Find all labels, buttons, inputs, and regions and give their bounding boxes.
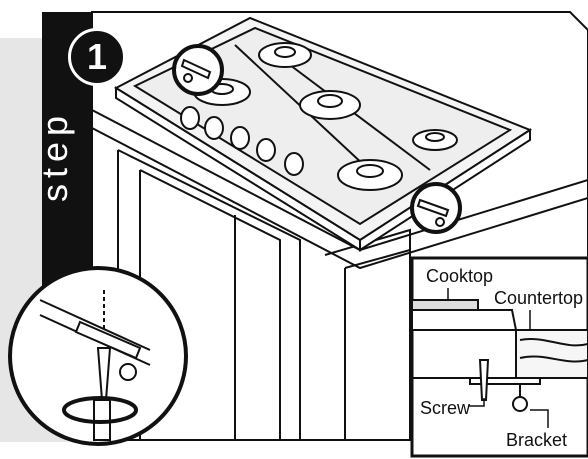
label-bracket: Bracket xyxy=(506,430,568,450)
step-number-badge: 1 xyxy=(68,28,126,86)
control-knobs xyxy=(180,106,304,176)
label-countertop: Countertop xyxy=(494,288,584,308)
label-screw: Screw xyxy=(420,398,471,418)
label-cooktop: Cooktop xyxy=(426,266,494,286)
cross-section xyxy=(411,299,588,412)
bracket-icon-top xyxy=(180,58,212,83)
bracket-icon-right xyxy=(416,198,450,227)
callout-leaders xyxy=(447,288,549,428)
magnified-bracket xyxy=(39,290,151,441)
